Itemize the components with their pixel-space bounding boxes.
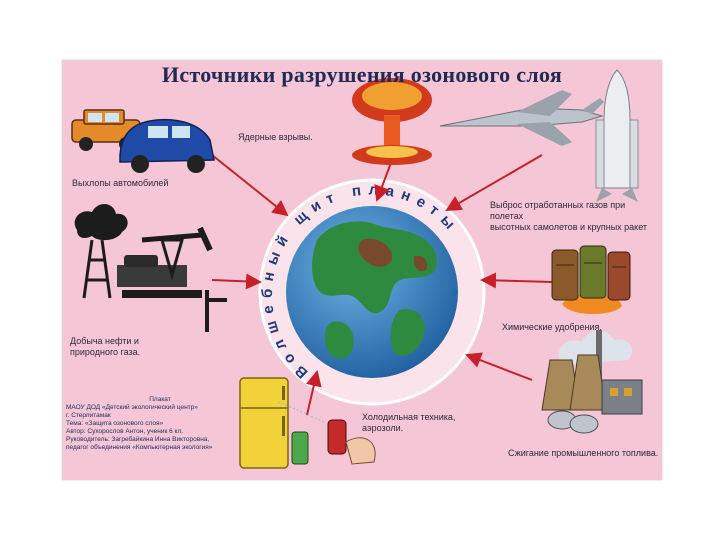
label-oil-line2: природного газа. (70, 347, 141, 357)
label-fridge: Холодильная техника, аэрозоли. (362, 412, 455, 434)
credits-line6: Руководитель: Загребайкина Инна Викторов… (66, 436, 210, 443)
credits-line1: Плакат (149, 396, 171, 403)
label-oil: Добыча нефти и природного газа. (70, 336, 140, 358)
credits-line3: г. Стерлитамак (66, 412, 111, 419)
mushroom-cloud-icon (352, 78, 432, 165)
label-aircraft-line2: высотных самолетов и крупных ракет (490, 222, 648, 232)
label-chemical: Химические удобрения. (502, 322, 602, 332)
factory-icon (541, 330, 643, 434)
arrows (211, 154, 553, 416)
label-fuel: Сжигание промышленного топлива. (508, 448, 659, 458)
poster-artwork: Волшебный щит планеты (71, 69, 643, 469)
refrigerator-icon (239, 377, 309, 469)
credits-line2: МАОУ ДОД «Детский экологический центр» (66, 404, 198, 411)
poster-title: Источники разрушения озонового слоя (161, 62, 563, 87)
jet-icon (439, 90, 604, 146)
label-fridge-line1: Холодильная техника, (362, 412, 456, 422)
credits-line5: Автор: Сухорослов Антон, ученик 6 кл. (66, 428, 184, 435)
label-nuclear: Ядерные взрывы. (238, 132, 313, 142)
label-aircraft: Выброс отработанных газов при полетах вы… (490, 200, 660, 233)
label-fridge-line2: аэрозоли. (362, 423, 404, 433)
label-aircraft-line1: Выброс отработанных газов при полетах (490, 200, 626, 221)
earth-globe (286, 206, 458, 378)
oil-pump-icon (74, 203, 227, 332)
credits-line7: педагог объединения «Компьютерная эколог… (66, 444, 213, 451)
label-oil-line1: Добыча нефти и (70, 336, 139, 346)
spray-icon (276, 401, 376, 465)
label-cars: Выхлопы автомобилей (72, 178, 169, 188)
car-icon (71, 109, 215, 173)
rocket-icon (595, 69, 639, 202)
credits-block: Плакат МАОУ ДОД «Детский экологический ц… (66, 396, 254, 452)
poster: Волшебный щит планеты (62, 60, 662, 480)
credits-line4: Тема: «Защита озонового слоя» (66, 420, 164, 427)
barrels-icon (551, 245, 631, 314)
